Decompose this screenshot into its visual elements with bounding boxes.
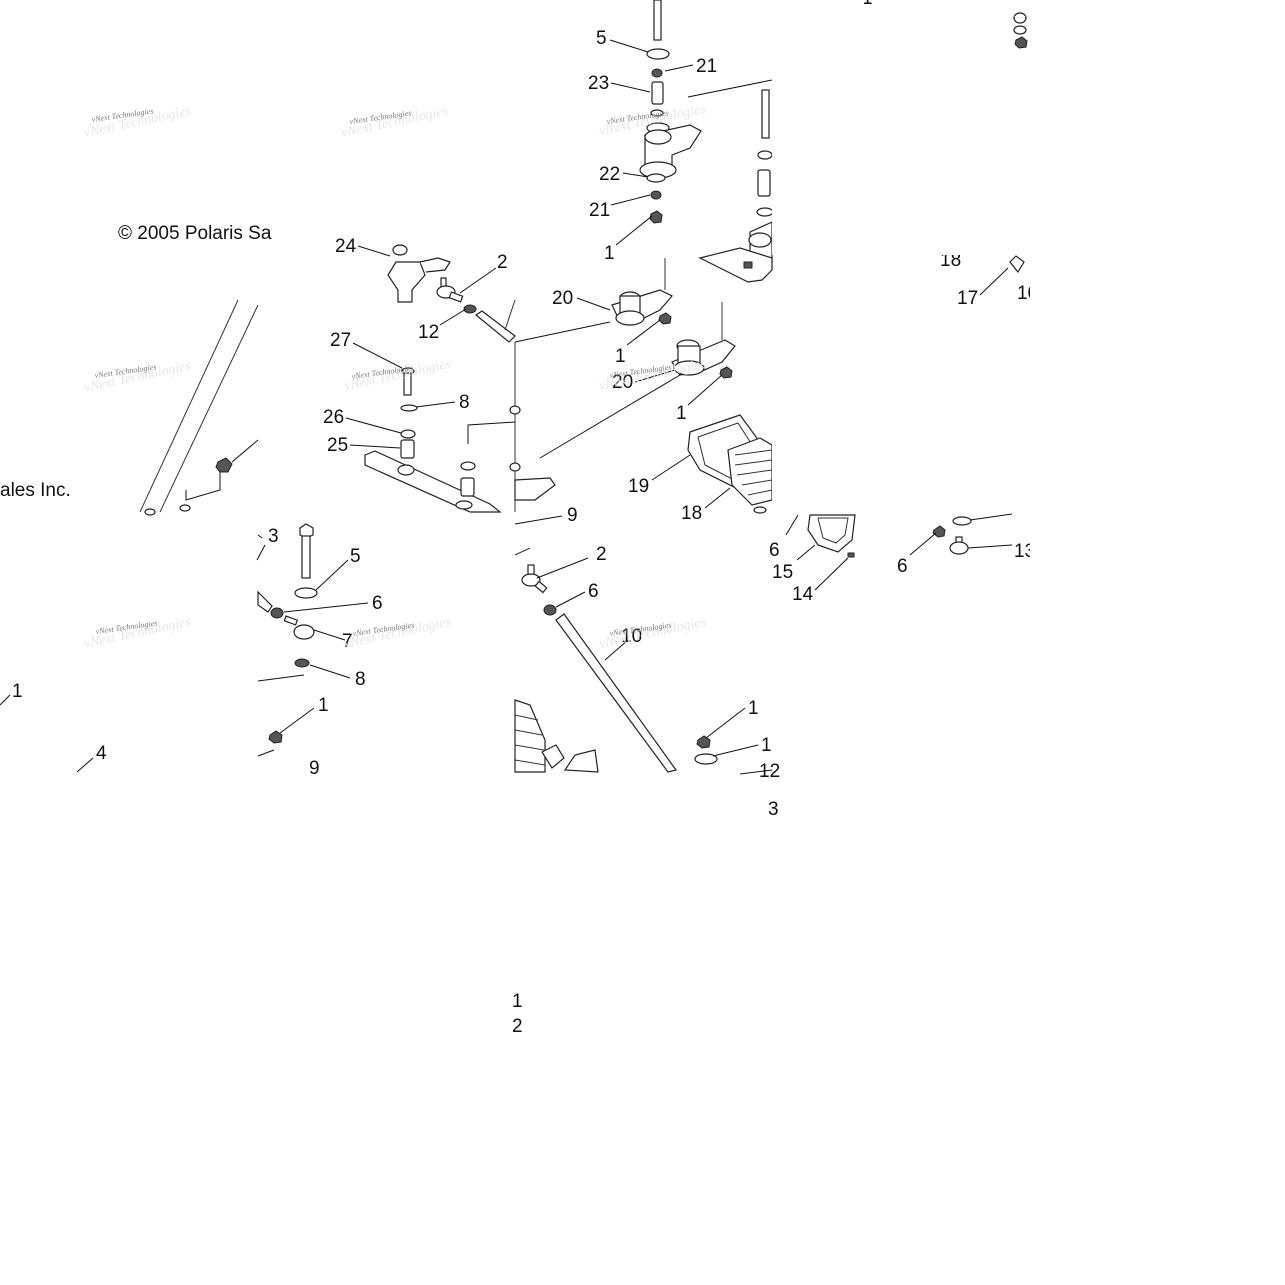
callout-label: 18	[681, 503, 702, 524]
callout-label: 21	[589, 200, 610, 221]
pitman-arm-upper	[611, 258, 673, 326]
callout-label: 9	[309, 758, 320, 779]
callout-label: 18	[940, 250, 961, 271]
lower-right-hardware	[694, 735, 773, 775]
callout-label: 6	[769, 540, 780, 561]
callout-label: 2	[596, 544, 607, 565]
callout-label: 1	[604, 243, 615, 264]
callout-numbers: 5 21 23 22 21 1 24 2 12 20 27 1 20 8 1 2…	[12, 0, 1038, 1037]
callout-label: 8	[355, 669, 366, 690]
callout-label: 1	[615, 346, 626, 367]
callout-label: 3	[768, 799, 779, 820]
boot-and-gasket-upper	[687, 414, 773, 514]
callout-label: 12	[418, 322, 439, 343]
callout-label: 1	[318, 695, 329, 716]
callout-label: 15	[772, 562, 793, 583]
callout-label: 19	[628, 476, 649, 497]
callout-leaders	[0, 39, 1013, 773]
callout-label: 17	[957, 288, 978, 309]
callout-label: 4	[96, 743, 107, 764]
callout-label: 5	[350, 546, 361, 567]
copyright-text-tail: ales Inc.	[0, 480, 71, 501]
callout-label: 10	[621, 626, 642, 647]
callout-label: 12	[759, 761, 780, 782]
callout-label: 1	[761, 735, 772, 756]
callout-label: 6	[897, 556, 908, 577]
callout-label: 20	[552, 288, 573, 309]
lower-tie-rod	[514, 547, 678, 773]
callout-label: 6	[372, 593, 383, 614]
lower-left-stack	[257, 523, 318, 757]
callout-label: 26	[323, 407, 344, 428]
callout-label: 9	[567, 505, 578, 526]
frame-rails	[139, 299, 259, 516]
callout-label: 25	[327, 435, 348, 456]
callout-label: 2	[512, 1016, 523, 1037]
callout-label: 14	[792, 584, 814, 605]
pitman-arm-lower	[539, 302, 736, 459]
callout-label: 24	[335, 236, 357, 257]
drag-link-assembly	[364, 367, 556, 513]
callout-label: 1	[512, 991, 523, 1012]
callout-label: 22	[599, 164, 620, 185]
callout-label: 2	[497, 252, 508, 273]
callout-label: 5	[596, 28, 607, 49]
copyright-text: © 2005 Polaris Sa	[118, 223, 272, 244]
upper-right-stack	[698, 89, 774, 283]
callout-label: 1	[862, 0, 873, 9]
callout-label: 1	[748, 698, 759, 719]
callout-label: 8	[459, 392, 470, 413]
callout-label: 20	[612, 372, 633, 393]
steering-post	[387, 244, 451, 303]
callout-label: 1	[676, 403, 687, 424]
copyright-notice: © 2005 Polaris Sa ales Inc.	[0, 223, 272, 501]
callout-label: 13	[1014, 541, 1035, 562]
upper-tie-rod	[436, 277, 611, 512]
right-middle-hardware	[807, 12, 1028, 558]
callout-label: 3	[268, 526, 279, 547]
callout-label: 7	[342, 631, 353, 652]
callout-label: 27	[330, 330, 351, 351]
boot-lower	[514, 699, 599, 773]
callout-label: 23	[588, 73, 609, 94]
callout-label: 21	[696, 56, 717, 77]
upper-pivot-stack	[639, 0, 773, 224]
callout-label: 6	[588, 581, 599, 602]
callout-label: 1	[12, 681, 23, 702]
